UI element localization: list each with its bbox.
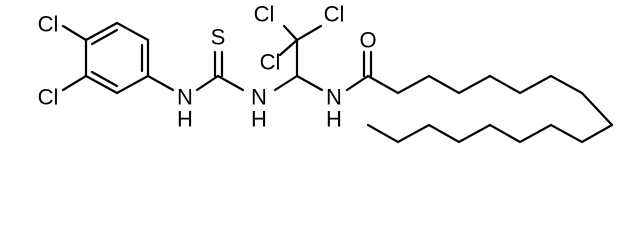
atom-h-amide: H [326,107,342,132]
ring-bond [115,21,150,42]
bond-ch-nh [295,74,324,92]
atom-cl-top-left: Cl [254,2,275,27]
atom-cl-ring-top: Cl [38,12,59,37]
bond-ccl3-cl-right [295,24,323,42]
atom-o-carbonyl: O [359,28,376,53]
structure-canvas: Cl Cl S N H N H Cl Cl Cl N H O [37,1,614,144]
bond-ring-cl-bottom [61,74,88,92]
atom-n-aryl: N [177,85,193,110]
atom-h-aryl: H [177,107,193,132]
atom-n-middle: N [251,85,267,110]
bond-ccl3-cl-left [282,24,299,42]
bond-ring-cl-top [61,24,88,42]
chemical-structure: Cl Cl S N H N H Cl Cl Cl N H O [38,2,614,144]
atom-s-thio: S [211,25,226,50]
dichlorophenyl-ring [84,21,150,95]
bond-thiocarbon-nh [216,74,245,92]
atom-cl-middle: Cl [260,50,281,75]
atom-cl-top-right: Cl [324,2,345,27]
alkyl-chain-upper [366,74,614,127]
bond-ccl3-cl-middle [278,38,299,57]
bond-nh-thiocarbon [195,74,220,92]
atom-h-middle: H [251,107,267,132]
ring-double-bond [90,70,119,88]
ring-bond [84,74,119,95]
ring-bond [115,74,150,95]
bond-nh-ch [273,74,299,92]
alkyl-chain-lower [366,123,614,144]
atom-cl-ring-bottom: Cl [38,85,59,110]
atom-n-amide: N [326,85,342,110]
bond-ring-nh [146,74,175,92]
ring-bond [84,21,119,42]
bond-nh-carbonyl [345,74,370,92]
ring-double-bond [90,28,119,46]
